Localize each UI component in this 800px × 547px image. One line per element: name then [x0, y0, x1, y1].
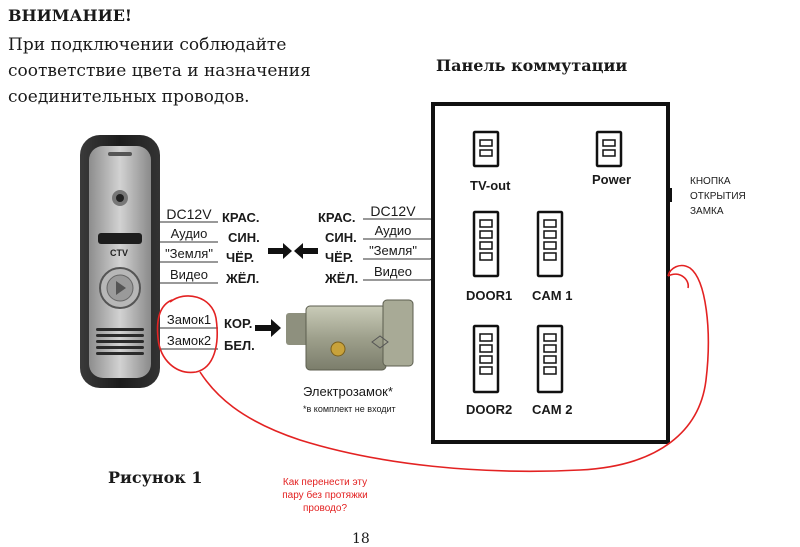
connector-door1-label: DOOR1	[466, 288, 513, 303]
left-label-video: Видео	[170, 267, 208, 282]
warning-line-3: соединительных проводов.	[8, 87, 250, 107]
connector-cam2-label: CAM 2	[532, 402, 573, 417]
button-note: КНОПКА ОТКРЫТИЯ ЗАМКА	[690, 174, 746, 219]
annotation-question: Как перенести эту пару без протяжки пров…	[260, 476, 390, 515]
right-color-black: ЧЁР.	[325, 250, 354, 265]
left-color-black: ЧЁР.	[226, 250, 255, 265]
camera-brand-logo: CTV	[110, 248, 128, 258]
annotation-line-2: пару без протяжки	[282, 490, 368, 501]
left-color-blue: СИН.	[228, 230, 260, 245]
right-color-blue: СИН.	[325, 230, 357, 245]
left-color-red: КРАС.	[222, 210, 260, 225]
lock-label-1: Замок1	[166, 312, 212, 327]
electric-lock	[286, 299, 414, 371]
lock-color-white: БЕЛ.	[224, 338, 255, 353]
right-color-yellow: ЖЁЛ.	[325, 271, 359, 286]
annotation-line-3: проводо?	[302, 503, 348, 514]
right-label-video: Видео	[374, 264, 412, 279]
left-wire-lines	[160, 221, 218, 350]
figure-caption: Рисунок 1	[108, 468, 203, 487]
connector-tv-out-label: TV-out	[470, 178, 511, 193]
arrows	[255, 243, 318, 337]
warning-title: ВНИМАНИЕ!	[8, 6, 132, 25]
lock-color-brown: КОР.	[224, 316, 253, 331]
left-label-ground: "Земля"	[165, 246, 213, 261]
lock-footnote: *в комплект не входит	[303, 404, 396, 414]
lock-label-2: Замок2	[166, 333, 212, 348]
call-panel-device	[80, 135, 160, 388]
right-color-red: КРАС.	[318, 210, 356, 225]
right-label-audio: Аудио	[374, 223, 412, 238]
page-number: 18	[352, 531, 370, 547]
warning-line-1: При подключении соблюдайте	[8, 35, 287, 55]
red-annotation-strokes	[156, 264, 710, 473]
button-note-line-1: КНОПКА	[690, 176, 731, 187]
connector-power-label: Power	[592, 172, 632, 187]
left-label-dc12v: DC12V	[166, 206, 212, 222]
left-label-audio: Аудио	[170, 226, 208, 241]
connector-cam1-label: CAM 1	[532, 288, 573, 303]
lock-label: Электрозамок*	[303, 384, 393, 399]
button-note-line-3: ЗАМКА	[690, 206, 724, 217]
left-color-yellow: ЖЁЛ.	[226, 271, 260, 286]
right-label-ground: "Земля"	[369, 243, 417, 258]
connector-door2-label: DOOR2	[466, 402, 513, 417]
button-contact	[666, 188, 672, 202]
annotation-line-1: Как перенести эту	[282, 477, 368, 488]
connectors	[472, 130, 623, 394]
right-label-dc12v: DC12V	[370, 203, 416, 219]
warning-line-2: соответствие цвета и назначения	[8, 61, 311, 81]
button-note-line-2: ОТКРЫТИЯ	[690, 191, 746, 202]
panel-title: Панель коммутации	[436, 56, 628, 75]
